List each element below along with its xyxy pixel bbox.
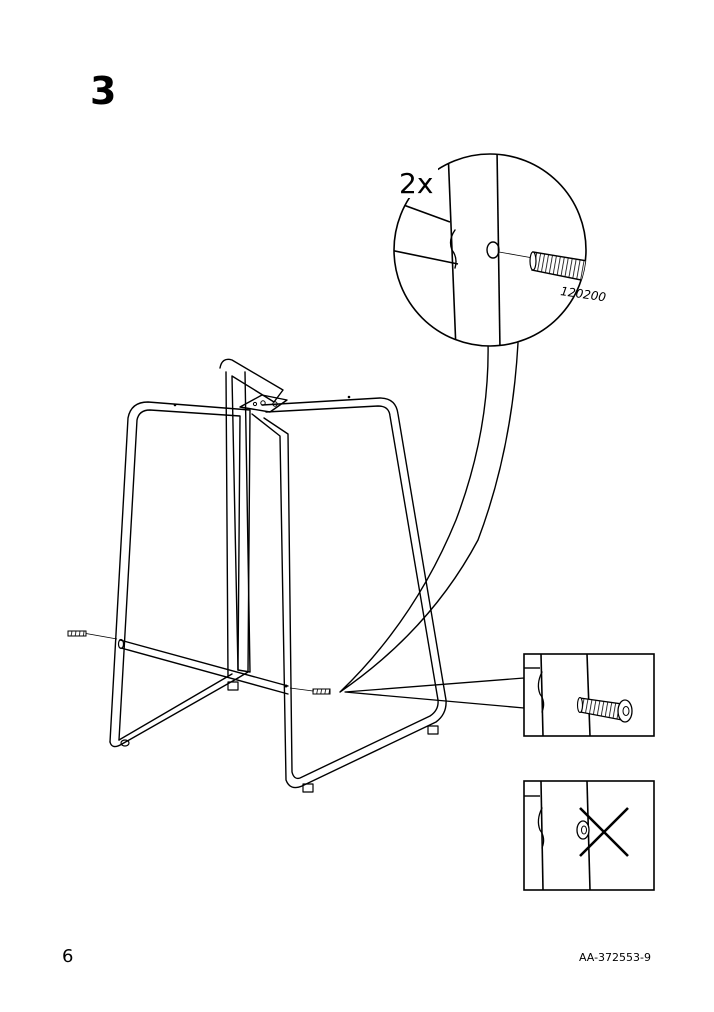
screw-right — [289, 687, 331, 695]
cross-mark-icon — [579, 807, 629, 857]
page-number: 6 — [62, 946, 74, 967]
incorrect-detail-box — [523, 780, 655, 891]
quantity-label: 2x — [399, 167, 433, 200]
screw-left — [67, 630, 118, 640]
step-number: 3 — [90, 69, 117, 113]
part-number-label: 120200 — [560, 284, 608, 304]
document-code: AA-372553-9 — [578, 951, 651, 964]
detail-circle — [393, 153, 587, 347]
screw-icon — [529, 251, 586, 291]
stool-frame — [109, 358, 447, 793]
correct-detail-box — [523, 653, 655, 737]
